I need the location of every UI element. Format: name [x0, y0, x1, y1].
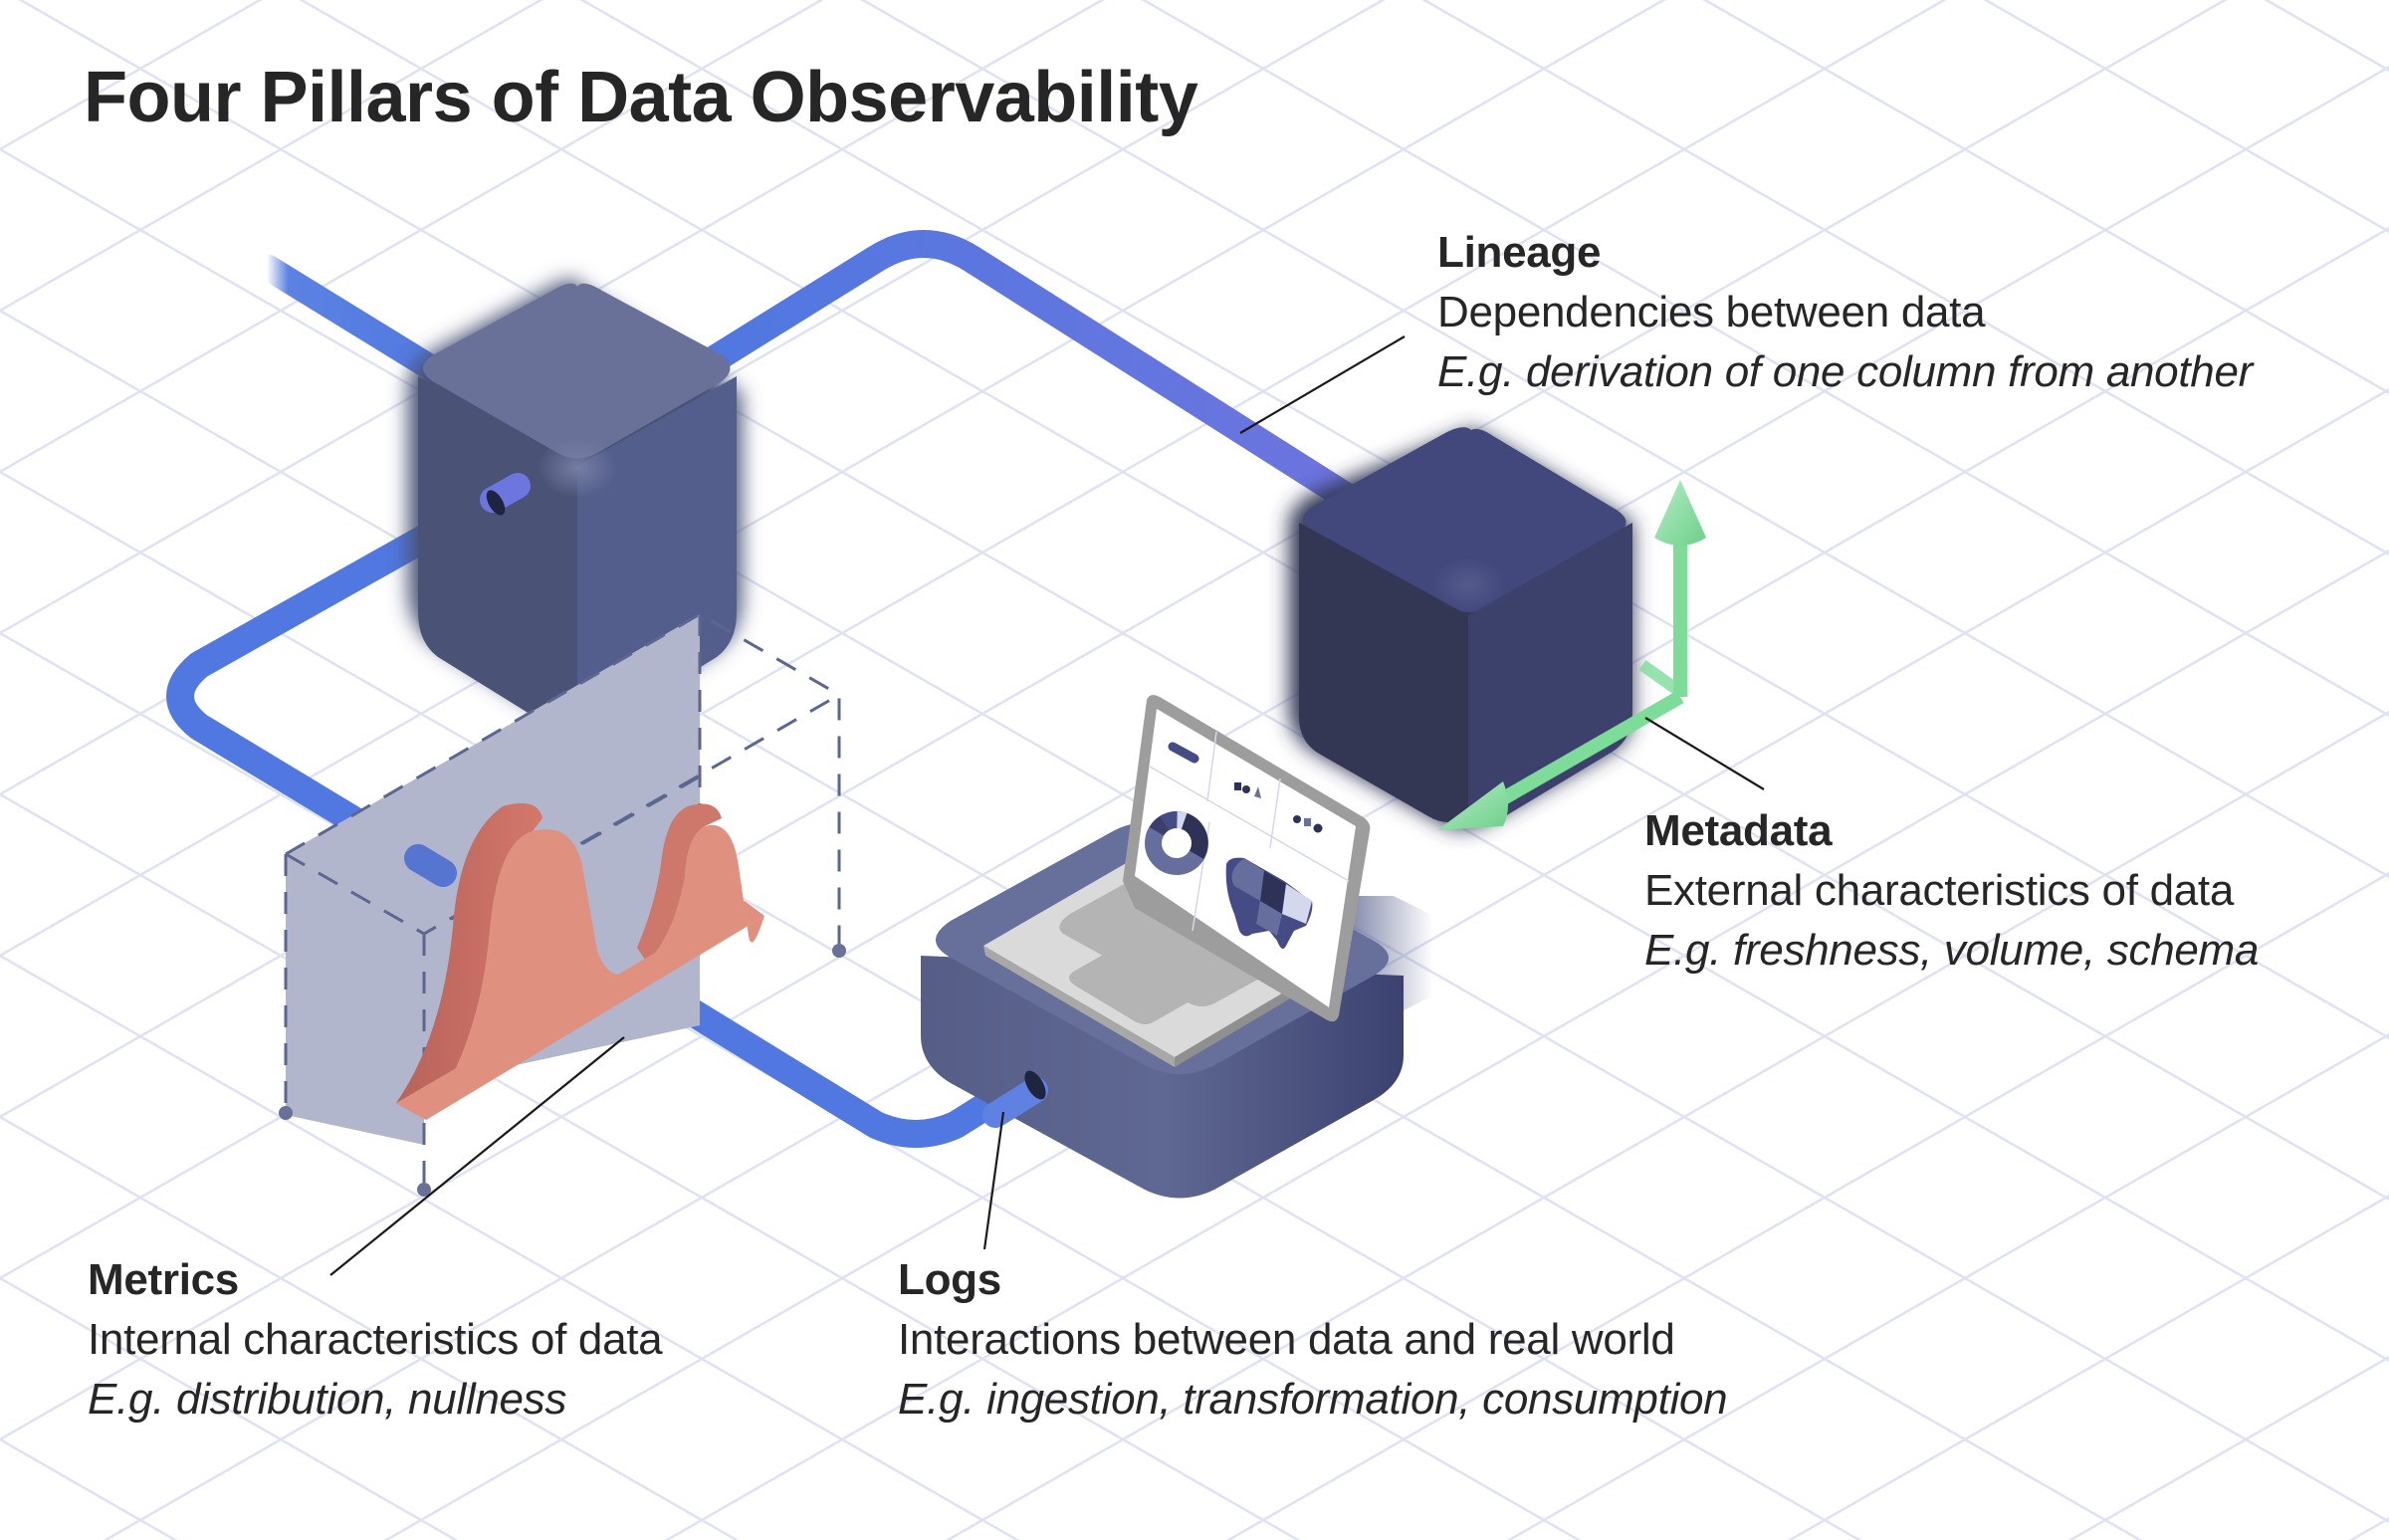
- us-map-icon: [1225, 857, 1313, 950]
- logs-leader-line: [982, 1111, 1005, 1250]
- pillar-name: Lineage: [1437, 228, 1602, 277]
- pillar-metadata: Metadata External characteristics of dat…: [1644, 801, 2259, 981]
- dots-icon: [1293, 815, 1323, 833]
- lineage-leader-line: [1239, 335, 1406, 434]
- pillar-description: Interactions between data and real world: [898, 1315, 1675, 1364]
- data-pipeline: [166, 230, 1378, 1148]
- data-cube-upper-left: [408, 279, 742, 729]
- pillar-lineage: Lineage Dependencies between data E.g. d…: [1437, 223, 2253, 402]
- pillar-name: Metrics: [88, 1255, 239, 1304]
- metrics-leader-line: [329, 1036, 625, 1276]
- leader-lines: [329, 335, 1765, 1276]
- donut-chart-icon: [1145, 810, 1208, 875]
- pillar-name: Metadata: [1644, 806, 1833, 855]
- page-title: Four Pillars of Data Observability: [84, 58, 1198, 137]
- pill-bar-icon: [1168, 742, 1199, 764]
- pillar-logs: Logs Interactions between data and real …: [898, 1250, 1728, 1430]
- axis-arrows-icon: [1437, 480, 1706, 830]
- pillar-description: Internal characteristics of data: [88, 1315, 663, 1364]
- pillar-example: E.g. derivation of one column from anoth…: [1437, 347, 2253, 396]
- shapes-icon: [1234, 782, 1261, 798]
- laptop-dashboard: [921, 695, 1433, 1199]
- pillar-example: E.g. freshness, volume, schema: [1644, 926, 2260, 975]
- metadata-leader-line: [1644, 717, 1765, 790]
- pillar-name: Logs: [898, 1255, 1001, 1304]
- pillar-metrics: Metrics Internal characteristics of data…: [88, 1250, 663, 1430]
- data-cube-right: [1289, 427, 1632, 829]
- pillar-description: External characteristics of data: [1644, 866, 2235, 915]
- pillar-example: E.g. ingestion, transformation, consumpt…: [898, 1375, 1728, 1424]
- pillar-example: E.g. distribution, nullness: [88, 1375, 567, 1424]
- distribution-chart: [279, 612, 846, 1197]
- pillar-description: Dependencies between data: [1437, 288, 1986, 336]
